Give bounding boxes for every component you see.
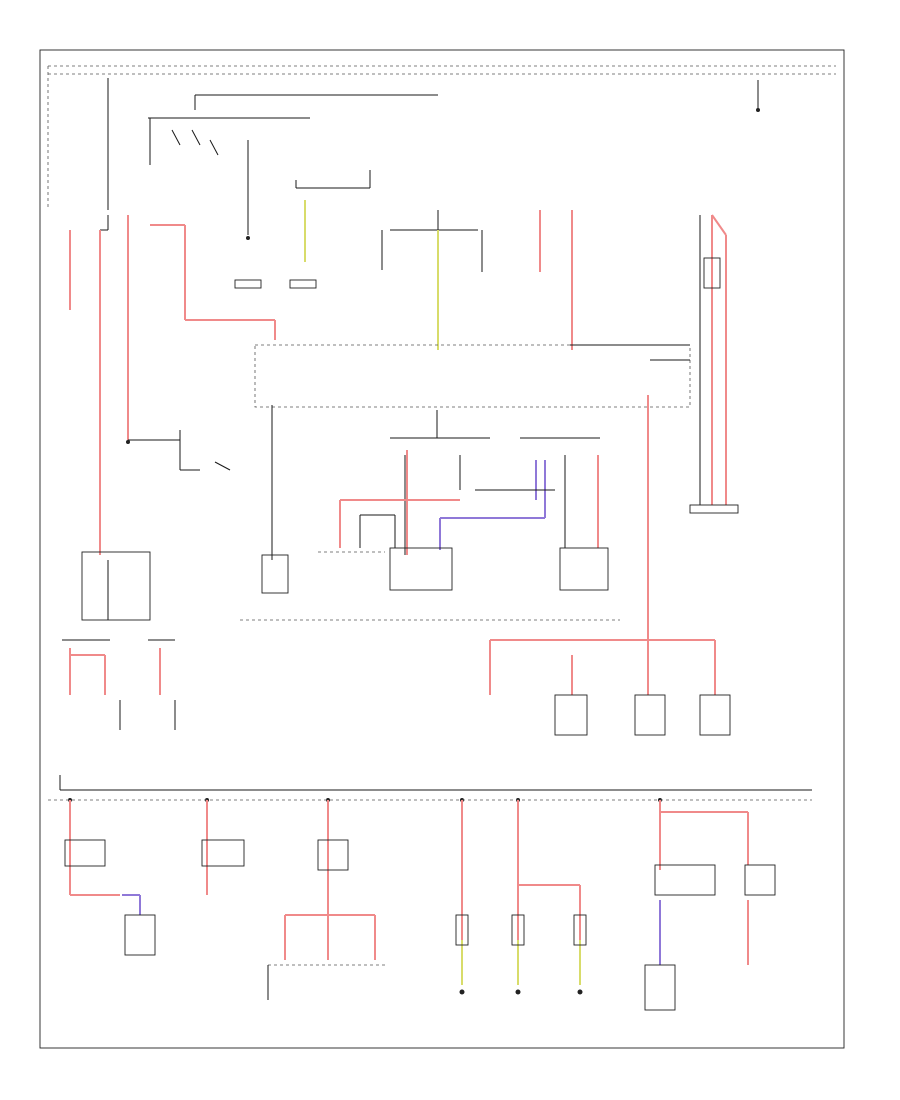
battery-starter	[126, 430, 231, 471]
bottom-bus	[48, 775, 812, 802]
fuse-stubs-top	[381, 210, 573, 350]
right-connector-top	[756, 80, 760, 112]
right-fanout	[489, 639, 731, 736]
light-switch	[289, 170, 371, 289]
left-fusible-module	[81, 551, 151, 621]
diagram-frame	[39, 49, 845, 1049]
right-relay-block	[689, 214, 739, 514]
battery-feed	[69, 215, 276, 555]
ignition-switch	[148, 117, 310, 289]
left-middle-feeds	[62, 639, 176, 730]
central-fuse-panel	[254, 344, 691, 640]
central-lower-wiring	[240, 410, 620, 621]
bottom-drops	[64, 800, 776, 1011]
